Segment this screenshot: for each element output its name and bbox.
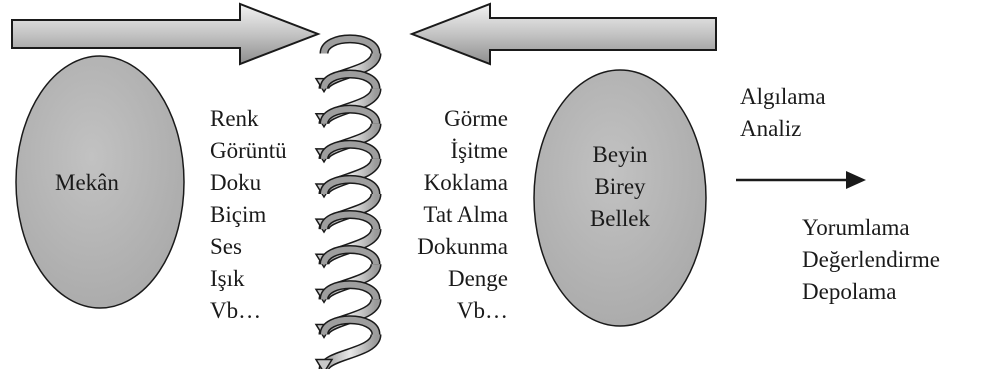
list-item: Ses: [210, 234, 242, 259]
helix-back-segment: [321, 246, 379, 265]
helix-back-segment: [321, 211, 379, 230]
helix-back-segment: [321, 106, 379, 125]
helix-arrowhead: [314, 358, 334, 369]
process-item: Algılama: [740, 84, 826, 109]
list-item: Vb…: [210, 298, 262, 323]
process-item: Analiz: [740, 116, 802, 141]
helix-back-segment: [321, 281, 379, 301]
right-oval-label: Bellek: [589, 206, 651, 231]
process-top-list: Algılama Analiz: [740, 81, 826, 145]
list-item: Renk: [210, 106, 259, 131]
list-item: Denge: [447, 266, 508, 291]
list-item: Tat Alma: [423, 202, 508, 227]
left-oval: [15, 55, 185, 309]
list-item: Işık: [210, 266, 245, 291]
left-oval-label: Mekân: [55, 170, 119, 195]
process-bottom-list: Yorumlama Değerlendirme Depolama: [802, 212, 940, 308]
sense-list: Görme İşitme Koklama Tat Alma Dokunma De…: [380, 103, 508, 327]
spiral-helix-icon: [314, 34, 382, 369]
right-oval-labels: Beyin Birey Bellek: [570, 139, 670, 235]
helix-back-segment: [321, 71, 379, 90]
arrow-right-icon: [736, 171, 866, 189]
list-item: Biçim: [210, 202, 267, 227]
helix-back-segment: [321, 176, 379, 195]
environment-list: Renk Görüntü Doku Biçim Ses Işık Vb…: [210, 103, 287, 327]
list-item: Vb…: [456, 298, 508, 323]
list-item: Dokunma: [417, 234, 508, 259]
list-item: Koklama: [423, 170, 508, 195]
process-item: Yorumlama: [802, 215, 910, 240]
helix-back-segment: [321, 35, 379, 55]
list-item: Görme: [444, 106, 508, 131]
right-oval-label: Birey: [594, 174, 646, 199]
list-item: Doku: [210, 170, 262, 195]
helix-back-segment: [321, 316, 379, 336]
big-arrow-left-icon: [409, 2, 717, 66]
list-item: İşitme: [450, 138, 509, 163]
right-oval-label: Beyin: [592, 142, 648, 167]
right-oval: [533, 69, 707, 327]
process-item: Değerlendirme: [802, 247, 940, 272]
helix-back-segment: [321, 141, 379, 160]
process-item: Depolama: [802, 279, 897, 304]
list-item: Görüntü: [210, 138, 287, 163]
big-arrow-right-icon: [11, 2, 321, 66]
